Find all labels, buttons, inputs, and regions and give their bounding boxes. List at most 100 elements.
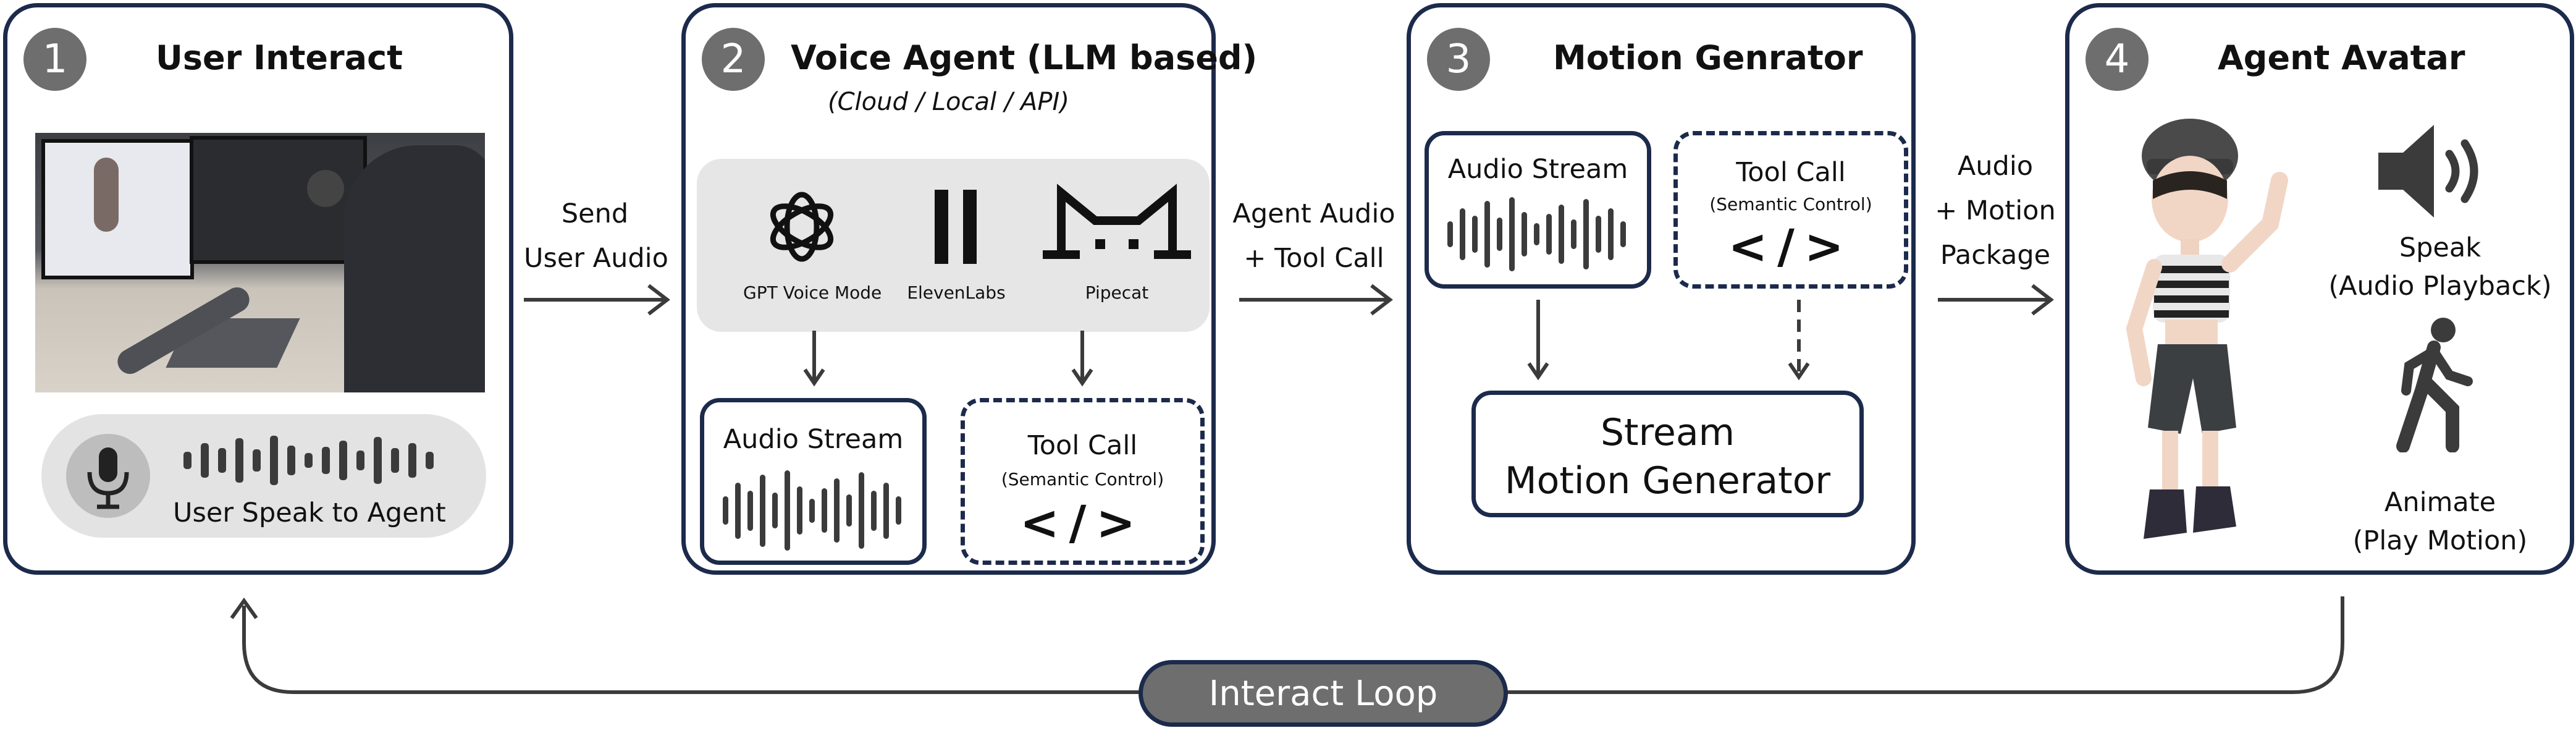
audio-stream-box: Audio Stream bbox=[700, 398, 927, 565]
openai-logo-icon bbox=[770, 192, 834, 262]
waveform-bar bbox=[339, 441, 347, 480]
speak-label-line: (Audio Playback) bbox=[2328, 271, 2552, 302]
panel-title: User Interact bbox=[156, 38, 403, 77]
step-badge-1: 1 bbox=[23, 28, 86, 91]
provider-label: Pipecat bbox=[1085, 282, 1149, 303]
microphone-icon bbox=[87, 447, 129, 509]
panel-title: Motion Genrator bbox=[1553, 38, 1863, 77]
panel-motion-generator: 3 Motion Genrator Audio Stream Tool Call… bbox=[1407, 3, 1916, 575]
waveform-bar bbox=[305, 453, 313, 468]
arrow-label-line: Agent Audio bbox=[1232, 198, 1395, 229]
waveform-bar bbox=[735, 482, 741, 539]
waveform-bar bbox=[374, 437, 382, 484]
waveform-bar bbox=[1447, 221, 1453, 247]
waveform-bar bbox=[1546, 214, 1552, 255]
tool-call-label: Tool Call bbox=[1027, 430, 1138, 461]
waveform-bar bbox=[1583, 199, 1589, 269]
speaker-icon bbox=[2378, 125, 2478, 218]
waveform-bar bbox=[747, 490, 753, 531]
waveform-bar bbox=[1497, 218, 1502, 251]
step-badge-2: 2 bbox=[702, 28, 765, 91]
audio-stream-box: Audio Stream bbox=[1425, 131, 1651, 289]
arrow-toolcall-to-generator bbox=[1788, 300, 1810, 381]
speak-label: Speak (Audio Playback) bbox=[2310, 229, 2570, 305]
arrow-label-line: + Motion bbox=[1935, 195, 2056, 226]
interact-loop-label: Interact Loop bbox=[1208, 673, 1438, 714]
waveform-bar bbox=[270, 436, 278, 485]
waveform-bar bbox=[1509, 197, 1515, 271]
arrow-label-line: Package bbox=[1940, 240, 2051, 271]
waveform-bar bbox=[785, 470, 790, 551]
user-speak-pill: User Speak to Agent bbox=[41, 414, 486, 538]
audio-waveform bbox=[183, 436, 443, 485]
panel-user-interact: 1 User Interact User Speak to Agent bbox=[3, 3, 513, 575]
audio-stream-label: Audio Stream bbox=[1447, 154, 1628, 185]
tool-call-label: Tool Call bbox=[1736, 157, 1846, 188]
arrow-label-line: + Tool Call bbox=[1244, 243, 1384, 274]
waveform-bar bbox=[1608, 208, 1614, 260]
step-badge-3: 3 bbox=[1427, 28, 1490, 91]
audio-waveform bbox=[723, 470, 908, 551]
arrow-motion-package bbox=[1938, 284, 2054, 316]
interact-loop-arrowhead bbox=[230, 597, 258, 619]
provider-tray: GPT Voice Mode ElevenLabs Pipecat bbox=[697, 159, 1210, 332]
waveform-bar bbox=[287, 446, 295, 475]
waveform-bar bbox=[391, 448, 399, 473]
avatar-character bbox=[2126, 119, 2288, 539]
arrow-pipecat-to-toolcall bbox=[1071, 331, 1093, 387]
user-speak-label: User Speak to Agent bbox=[173, 498, 446, 528]
waveform-bar bbox=[1571, 219, 1576, 249]
tool-call-sublabel: (Semantic Control) bbox=[1709, 194, 1872, 214]
waveform-bar bbox=[1620, 221, 1626, 247]
arrow-label-line: Send bbox=[561, 198, 629, 229]
waveform-bar bbox=[797, 486, 802, 535]
stream-motion-generator-box: Stream Motion Generator bbox=[1471, 391, 1864, 517]
step-badge-4: 4 bbox=[2086, 28, 2149, 91]
walking-person-icon bbox=[2396, 318, 2473, 452]
waveform-bar bbox=[896, 496, 901, 525]
waveform-bar bbox=[883, 482, 889, 539]
provider-label: GPT Voice Mode bbox=[743, 282, 882, 303]
arrow-label-send: Send User Audio bbox=[524, 192, 668, 281]
tool-call-box: Tool Call (Semantic Control) </> bbox=[1673, 131, 1908, 289]
mic-circle bbox=[66, 434, 150, 518]
speak-label-line: Speak bbox=[2399, 232, 2481, 263]
waveform-bar bbox=[846, 494, 852, 527]
waveform-bar bbox=[871, 490, 877, 531]
pipecat-logo-icon bbox=[1043, 184, 1191, 259]
animate-label-line: Animate bbox=[2384, 487, 2496, 518]
waveform-bar bbox=[253, 449, 261, 472]
waveform-bar bbox=[201, 443, 209, 478]
waveform-bar bbox=[760, 474, 765, 547]
waveform-bar bbox=[408, 443, 416, 478]
arrow-label-line: Audio bbox=[1957, 151, 2034, 182]
person-back bbox=[344, 145, 485, 392]
panel-subtitle: (Cloud / Local / API) bbox=[828, 88, 1069, 116]
code-icon: </> bbox=[1019, 495, 1146, 550]
waveform-bar bbox=[1522, 212, 1527, 256]
waveform-bar bbox=[426, 452, 434, 469]
waveform-bar bbox=[322, 447, 330, 474]
provider-label: ElevenLabs bbox=[907, 282, 1006, 303]
waveform-bar bbox=[723, 496, 728, 525]
logo-bar bbox=[963, 190, 977, 264]
waveform-bar bbox=[1472, 216, 1478, 253]
audio-stream-label: Audio Stream bbox=[723, 424, 904, 455]
waveform-bar bbox=[822, 488, 827, 533]
panel-voice-agent: 2 Voice Agent (LLM based) (Cloud / Local… bbox=[681, 3, 1257, 575]
audio-waveform bbox=[1447, 197, 1633, 271]
panel-agent-avatar: 4 Agent Avatar Speak (Audio Playback) bbox=[2065, 3, 2574, 575]
waveform-bar bbox=[1596, 216, 1601, 253]
waveform-bar bbox=[1484, 201, 1490, 268]
arrow-openai-to-audio bbox=[803, 331, 825, 387]
tool-call-box: Tool Call (Semantic Control) </> bbox=[961, 398, 1205, 565]
arrow-agent-audio bbox=[1239, 284, 1393, 316]
waveform-bar bbox=[1460, 208, 1465, 260]
waveform-bar bbox=[809, 498, 815, 523]
tool-call-sublabel: (Semantic Control) bbox=[1001, 469, 1164, 489]
waveform-bar bbox=[356, 451, 364, 470]
panel-title: Agent Avatar bbox=[2218, 38, 2465, 77]
waveform-bar bbox=[772, 492, 778, 529]
interact-loop-pill: Interact Loop bbox=[1139, 660, 1508, 727]
